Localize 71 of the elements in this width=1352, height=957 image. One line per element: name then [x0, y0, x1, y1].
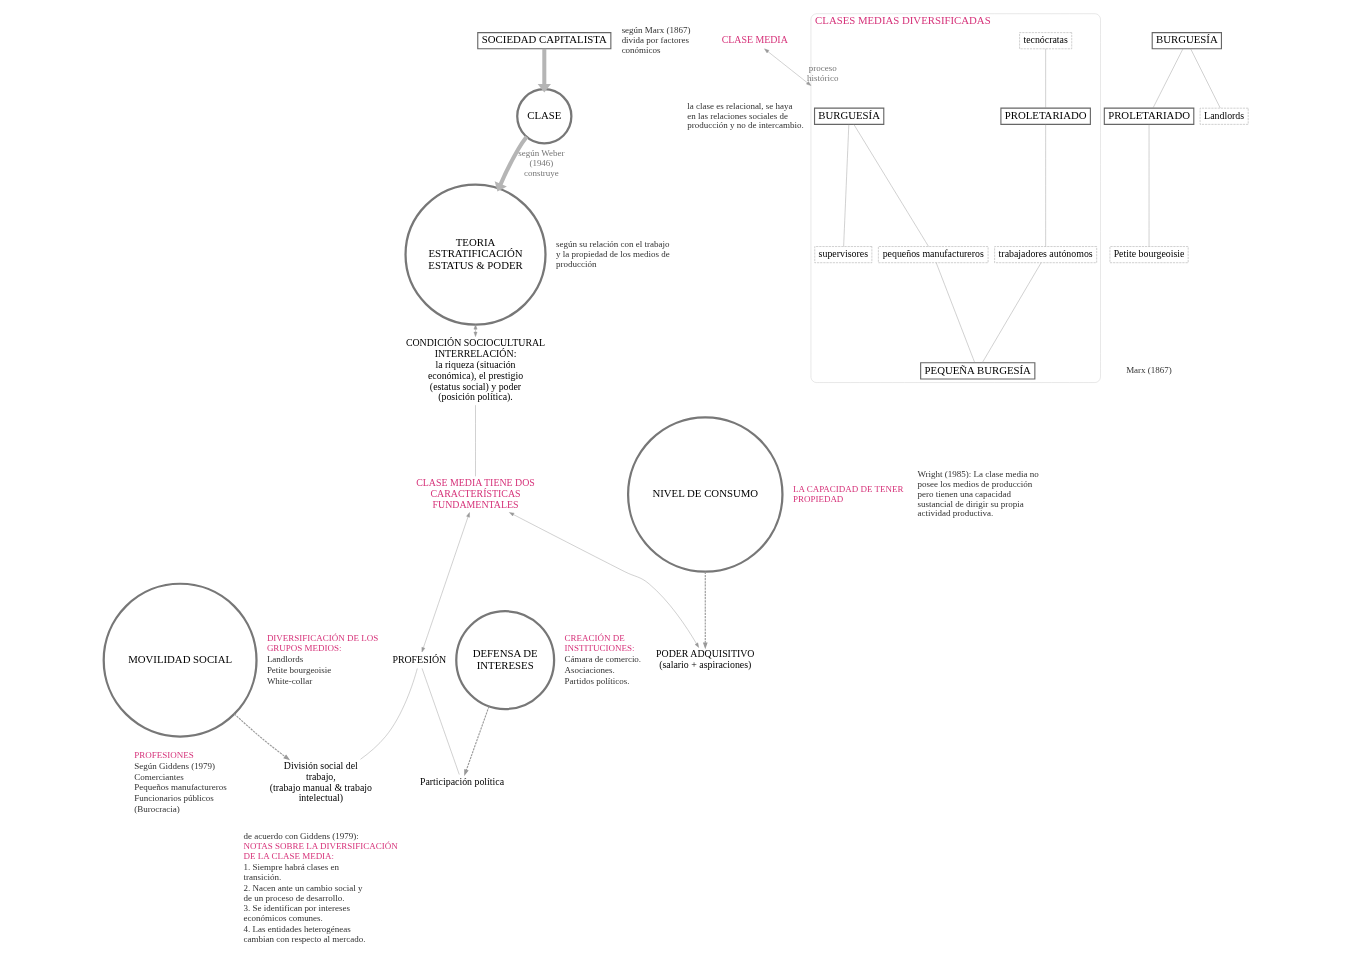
node-text: División social del trabajo, (trabajo manual & trabajo intelectual)	[269, 760, 372, 804]
connector	[843, 124, 850, 247]
label: (Burocracia)	[134, 803, 180, 814]
node-box: SOCIEDAD CAPITALISTA	[477, 32, 612, 50]
arrow	[421, 512, 470, 653]
node-text: CLASE MEDIA	[721, 34, 788, 46]
node-box: supervisores	[814, 246, 873, 263]
connector	[982, 262, 1042, 363]
label: Funcionarios públicos	[134, 793, 214, 804]
node-label: CREACIÓN DE INSTITUCIONES:	[564, 633, 635, 654]
arrow	[702, 571, 708, 650]
node-label: Asociaciones.	[564, 664, 615, 675]
connector	[853, 124, 929, 247]
connector	[1045, 124, 1046, 247]
connector	[360, 668, 418, 760]
node-label: LA CAPACIDAD DE TENER PROPIEDAD	[792, 483, 904, 504]
connector	[421, 668, 460, 775]
node-box: pequeños manufactureros	[878, 246, 989, 263]
label: 4. Las entidades heterogéneas cambian con respecto al mercado.	[243, 924, 366, 944]
label: 3. Se identifican por intereses económicos comunes.	[243, 903, 351, 924]
connector	[1152, 48, 1184, 109]
arrow	[537, 48, 551, 93]
label: 1. Siempre habrá clases en transición.	[243, 861, 340, 882]
connector	[475, 404, 476, 477]
node-text: PODER ADQUISITIVO (salario + aspiraciones)	[656, 648, 755, 671]
node-box: tecnócratas	[1019, 32, 1072, 50]
node-label: Petite bourgeoisie	[266, 664, 332, 675]
edge-label: proceso histórico	[807, 62, 839, 83]
label: Marx (1867)	[1126, 365, 1172, 376]
arrow	[473, 324, 478, 337]
node-box: Petite bourgeoisie	[1109, 246, 1189, 263]
arrow	[464, 705, 490, 777]
node-box: PROLETARIADO	[1103, 107, 1195, 125]
node-box: BURGUESÍA	[813, 107, 885, 125]
node-circle: MOVILIDAD SOCIAL	[102, 582, 258, 738]
node-text: PROFESIÓN	[392, 653, 447, 665]
node-box: BURGUESÍA	[1151, 32, 1222, 50]
label: NOTAS SOBRE LA DIVERSIFICACIÓN DE LA CLASE MEDIA:	[243, 841, 398, 862]
node-box: PROLETARIADO	[1000, 107, 1091, 125]
label: Comerciantes	[134, 771, 184, 782]
node-label: Partidos políticos.	[564, 675, 630, 686]
node-circle: NIVEL DE CONSUMO	[626, 416, 784, 573]
label: 2. Nacen ante un cambio social y de un proceso de desarrollo.	[243, 882, 363, 903]
node-circle: DEFENSA DE INTERESES	[455, 610, 556, 711]
label: la clase es relacional, se haya en las relaciones sociales de producción y no de intercambio.	[687, 100, 804, 131]
connector	[1045, 48, 1046, 109]
arrow	[233, 713, 291, 761]
node-circle: CLASE	[516, 88, 573, 145]
node-label: según Marx (1867) divida por factores conómicos	[621, 25, 691, 55]
node-label: White-collar	[266, 675, 313, 686]
label: Wright (1985): La clase media no posee los medios de producción pero tienen una capacidad sustancial de dirigir su propia actividad productiva.	[917, 468, 1039, 519]
label: Pequeños manufactureros	[134, 782, 227, 793]
label: según su relación con el trabajo y la propiedad de los medios de producción	[556, 238, 670, 269]
edge-label: según Weber (1946) construye	[518, 148, 565, 179]
connector	[936, 262, 975, 363]
node-box: Landlords	[1199, 107, 1249, 125]
connector	[1190, 48, 1221, 109]
arrow	[494, 135, 529, 192]
node-label: Cámara de comercio.	[564, 653, 642, 664]
node-text: CLASE MEDIA TIENE DOS CARACTERÍSTICAS FUNDAMENTALES	[416, 477, 535, 510]
arrow	[509, 512, 699, 648]
label: PROFESIONES	[134, 750, 194, 761]
node-text: CONDICIÓN SOCIOCULTURAL INTERRELACIÓN: la riqueza (situación económica), el prestigio (estatus social) y poder (posición política).	[405, 337, 546, 403]
node-box: PEQUEÑA BURGESÍA	[920, 362, 1036, 380]
label: Según Giddens (1979)	[134, 760, 216, 771]
node-label: DIVERSIFICACIÓN DE LOS GRUPOS MEDIOS:	[266, 633, 379, 654]
node-box: trabajadores autónomos	[994, 246, 1097, 263]
label: de acuerdo con Giddens (1979):	[243, 830, 359, 841]
node-label: Landlords	[266, 653, 304, 664]
node-text: Participación política	[419, 776, 505, 788]
arrow	[764, 48, 812, 86]
